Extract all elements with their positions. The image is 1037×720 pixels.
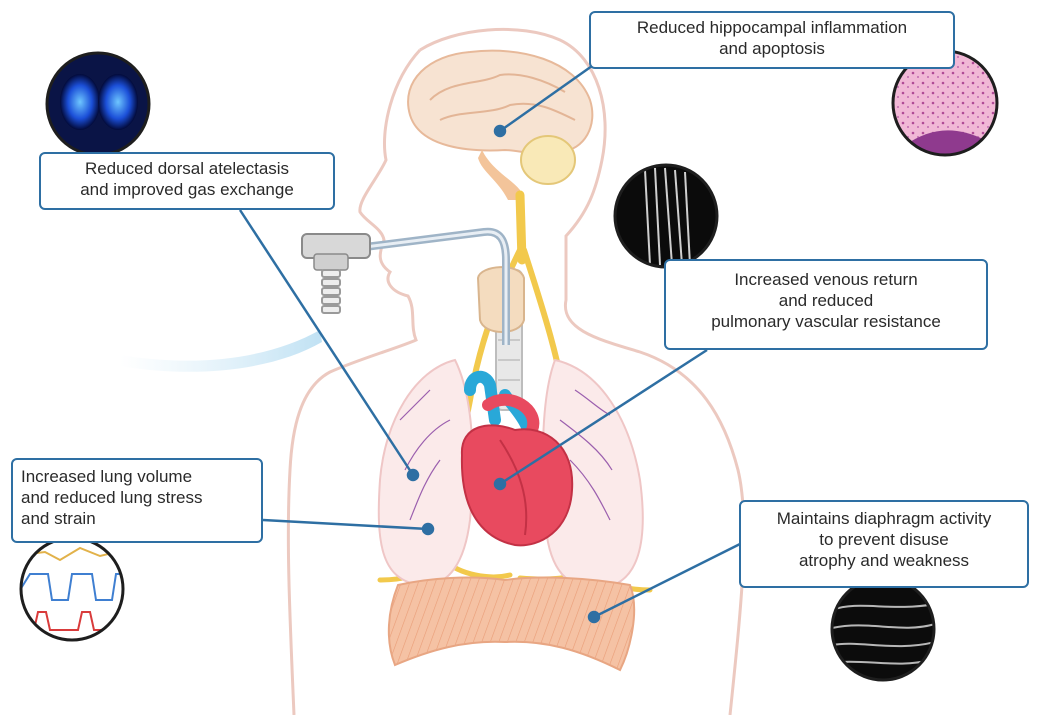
ct-scan-thumbnail: [47, 53, 149, 155]
ventilator-tube-icon: [302, 232, 506, 345]
callout-lung-volume: Increased lung volume and reduced lung s…: [11, 458, 263, 543]
callout-hippocampus: Reduced hippocampal inflammation and apo…: [589, 11, 955, 69]
ultrasound-thumbnail: [615, 165, 717, 267]
diaphragm-ultrasound-thumbnail: [832, 578, 935, 680]
diaphragm: [389, 578, 634, 670]
larynx: [478, 267, 524, 332]
callout-atelectasis: Reduced dorsal atelectasis and improved …: [39, 152, 335, 210]
callout-venous-return: Increased venous return and reduced pulm…: [664, 259, 988, 350]
callout-diaphragm: Maintains diaphragm activity to prevent …: [739, 500, 1029, 588]
waveform-thumbnail: [20, 538, 125, 640]
airflow-stream: [120, 330, 322, 372]
